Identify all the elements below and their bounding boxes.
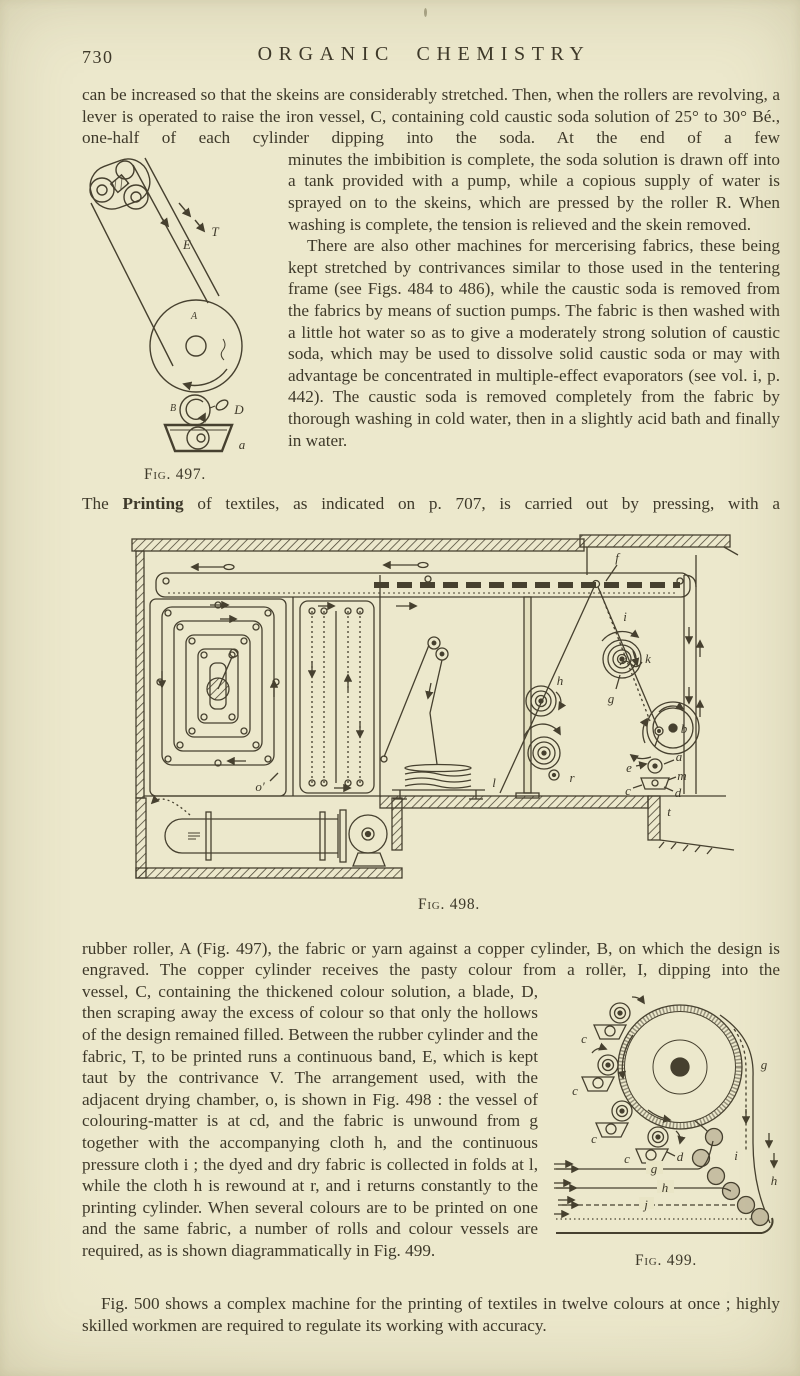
fig-label-i-right: i bbox=[734, 1148, 738, 1163]
fig-label-j-line: j bbox=[642, 1197, 648, 1212]
ground-and-pit bbox=[135, 795, 735, 879]
colour-trough bbox=[163, 423, 234, 452]
fig498-drawing: f i k g h r o′ l b a m c d e t bbox=[131, 534, 739, 879]
page-number: 730 bbox=[82, 47, 114, 67]
fig-label-a: a bbox=[239, 437, 246, 452]
fig-label-k: k bbox=[645, 651, 651, 666]
ceiling-and-walls bbox=[131, 534, 739, 799]
serpentine-passage bbox=[299, 600, 375, 794]
figure-499: c c c c d g i h g h j Fig. 499. bbox=[548, 983, 784, 1272]
paragraph-fig500: Fig. 500 shows a complex machine for the… bbox=[82, 1294, 780, 1335]
fig-label-h-right: h bbox=[771, 1173, 778, 1188]
fig-label-c1: c bbox=[581, 1031, 587, 1046]
figure-497-caption: Fig. 497. bbox=[143, 465, 207, 483]
copper-cylinder-B bbox=[179, 394, 229, 426]
multicolour-printing-cylinder bbox=[617, 1004, 743, 1130]
fabric-slat-rail bbox=[155, 560, 691, 598]
feed-lines bbox=[554, 1140, 774, 1234]
fig-label-f: f bbox=[615, 550, 621, 565]
colour-vessel-assembly bbox=[632, 758, 677, 792]
figure-499-caption: Fig. 499. bbox=[634, 1251, 698, 1269]
fig-label-i: i bbox=[623, 609, 627, 624]
fig-label-g-right: g bbox=[761, 1057, 768, 1072]
fig-label-h: h bbox=[557, 673, 564, 688]
fig-label-e: e bbox=[626, 760, 632, 775]
running-header: ORGANIC CHEMISTRY bbox=[257, 43, 591, 65]
fig-label-t: t bbox=[667, 804, 671, 819]
paragraph-mercerising-2: minutes the imbibition is complete, the … bbox=[288, 149, 780, 234]
printing-intro-post: of textiles, as indicated on p. 707, is … bbox=[183, 494, 780, 514]
fig-label-r: r bbox=[569, 770, 575, 785]
colour-roller-trough-assemblies bbox=[581, 994, 686, 1164]
fig-label-D: D bbox=[233, 402, 244, 417]
figure-498: f i k g h r o′ l b a m c d e t Fig. 498. bbox=[128, 531, 770, 916]
fig-label-c: c bbox=[625, 783, 631, 798]
paragraph-printing-2: vessel, C, containing the thickened colo… bbox=[82, 981, 538, 1260]
text-with-fig499: c c c c d g i h g h j Fig. 499. vessel, … bbox=[82, 981, 780, 1294]
fig-label-m: m bbox=[677, 768, 686, 783]
fig-label-d: d bbox=[675, 785, 682, 800]
paragraph-printing-1: rubber roller, A (Fig. 497), the fabric … bbox=[82, 938, 780, 980]
label-gap bbox=[646, 1160, 663, 1174]
printing-cylinder-b bbox=[629, 701, 700, 763]
fig-label-o: o′ bbox=[255, 779, 265, 794]
guide-rollers bbox=[691, 1127, 770, 1226]
fabric-bands bbox=[90, 157, 220, 367]
page-header: 730 ORGANIC CHEMISTRY bbox=[82, 43, 780, 72]
paragraph-mercerising-3: There are also other machines for mercer… bbox=[288, 236, 780, 450]
printing-intro-pre: The bbox=[82, 494, 123, 514]
fig-label-c4: c bbox=[624, 1151, 630, 1166]
figure-498-caption: Fig. 498. bbox=[417, 895, 481, 913]
rubber-roller-A bbox=[149, 299, 243, 393]
fig-label-A: A bbox=[190, 311, 198, 322]
fig-label-a: a bbox=[676, 749, 683, 764]
label-gap bbox=[639, 1196, 654, 1209]
fig-label-g-line: g bbox=[651, 1161, 658, 1176]
underground-fan-duct bbox=[150, 795, 388, 867]
fig-label-B: B bbox=[170, 403, 176, 414]
ink-speck bbox=[611, 965, 615, 969]
fig-label-c3: c bbox=[591, 1131, 597, 1146]
figure-497: T E A B D a Fig. 497. bbox=[76, 153, 274, 486]
folding-device bbox=[380, 601, 485, 800]
fig-label-T: T bbox=[211, 224, 219, 239]
rewind-rolls-h-r bbox=[523, 685, 567, 781]
text-with-fig497: T E A B D a Fig. 497. minutes the imbibi… bbox=[82, 149, 780, 494]
ink-speck bbox=[424, 8, 427, 17]
fig-label-d: d bbox=[677, 1149, 684, 1164]
doctor-blade-D bbox=[215, 399, 229, 411]
band-triangle-and-g-roll bbox=[499, 579, 705, 794]
ink-speck bbox=[306, 116, 310, 120]
tension-device-V bbox=[89, 158, 151, 210]
drying-chamber-spiral bbox=[149, 598, 287, 797]
fig-label-b: b bbox=[681, 721, 688, 736]
fig499-drawing: c c c c d g i h g h j bbox=[554, 994, 779, 1234]
fig-label-E: E bbox=[182, 237, 191, 252]
paragraph-printing-intro: The Printing of textiles, as indicated o… bbox=[82, 493, 780, 515]
furnishing-roller-I bbox=[186, 426, 210, 450]
fig-label-l: l bbox=[492, 775, 496, 790]
fig-label-h-line: h bbox=[662, 1180, 669, 1195]
printing-keyword: Printing bbox=[122, 494, 184, 514]
fig497-drawing: T E A B D a bbox=[89, 157, 246, 452]
label-gap bbox=[657, 1179, 674, 1193]
fig-label-g: g bbox=[608, 691, 615, 706]
fig-label-c2: c bbox=[572, 1083, 578, 1098]
paragraph-mercerising-1: can be increased so that the skeins are … bbox=[82, 85, 780, 148]
